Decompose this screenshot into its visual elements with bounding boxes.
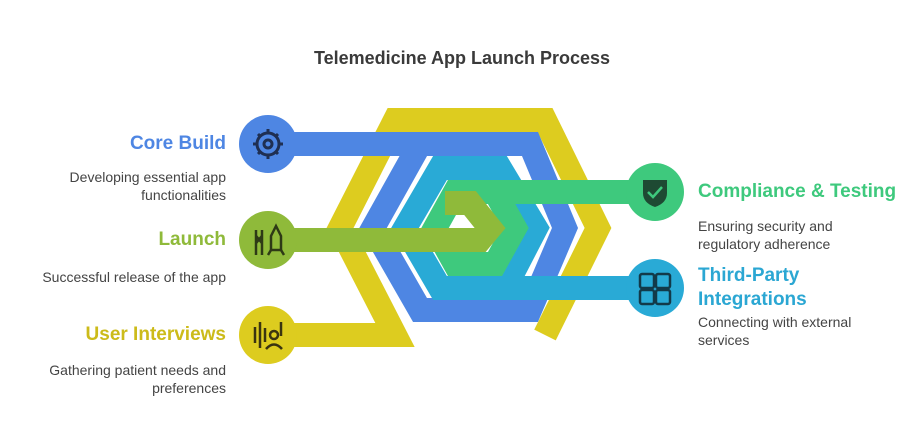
voice-interview-icon [253, 322, 283, 350]
label-launch: Launch [158, 229, 226, 250]
label-third-party-integrations: Third-Party Integrations [698, 265, 807, 310]
rocket-icon [254, 223, 286, 256]
node-compliance-testing [626, 163, 684, 221]
gear-icon [253, 129, 283, 159]
node-core-build [239, 115, 297, 173]
node-third-party-integrations [626, 259, 684, 317]
band-launch [268, 191, 506, 252]
diagram-title: Telemedicine App Launch Process [313, 48, 611, 68]
node-launch [239, 211, 297, 269]
desc-launch: Successful release of the app [42, 269, 226, 285]
puzzle-icon [638, 272, 672, 306]
label-compliance-testing: Compliance & Testing [698, 181, 897, 202]
desc-core-build: Developing essential app functionalities [69, 169, 226, 203]
shield-check-icon [643, 180, 667, 207]
desc-compliance-testing: Ensuring security and regulatory adheren… [698, 218, 833, 252]
band-user-interviews [268, 108, 612, 347]
band-core-build [268, 132, 579, 322]
label-user-interviews: User Interviews [85, 324, 226, 345]
desc-user-interviews: Gathering patient needs and preferences [49, 362, 226, 396]
desc-third-party-integrations: Connecting with external services [698, 314, 852, 348]
node-user-interviews [239, 306, 297, 364]
band-third-party-integrations [391, 156, 655, 300]
label-core-build: Core Build [129, 133, 226, 154]
